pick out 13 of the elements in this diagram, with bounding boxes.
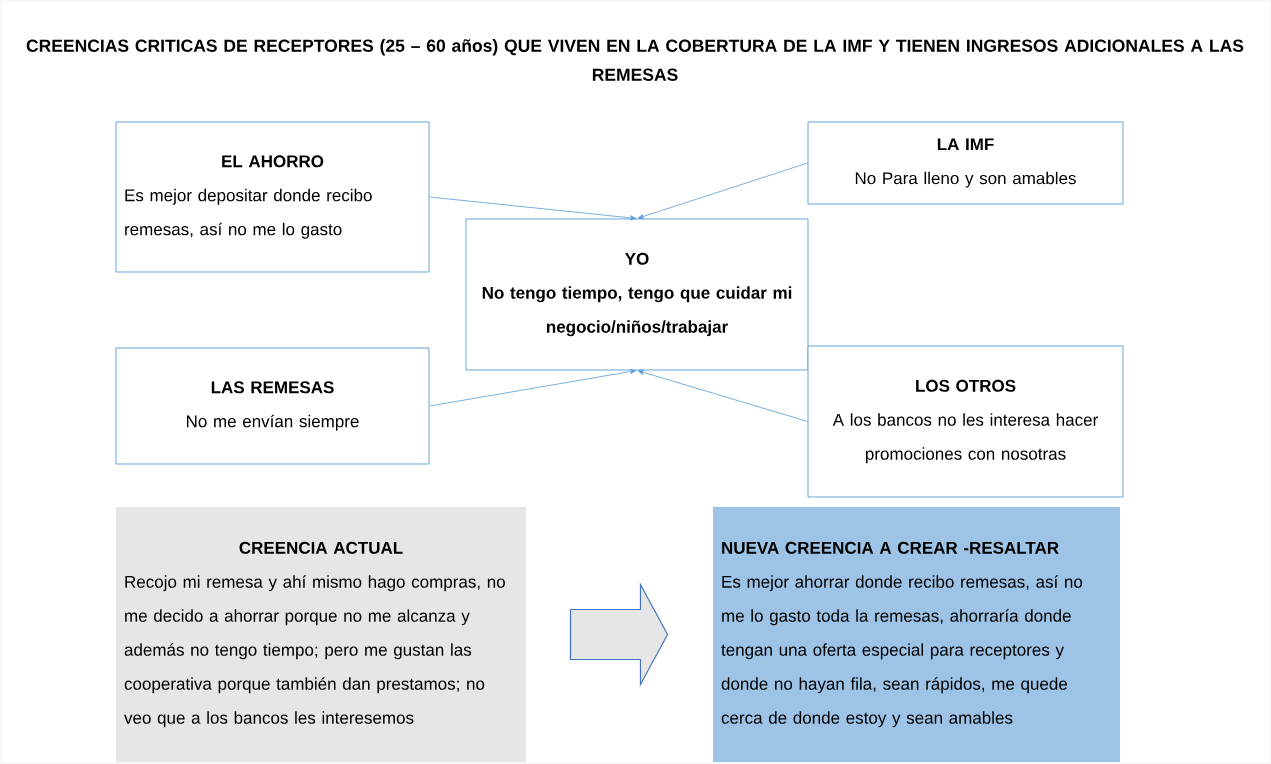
block-arrow (569, 582, 669, 687)
arrow (429, 196, 637, 221)
text-box: YO No tengo tiempo, tengo que cuidar mi negocio/niños/trabajar (465, 218, 809, 371)
arrow (637, 369, 808, 422)
arrow (637, 162, 808, 219)
belief-panel: CREENCIA ACTUAL Recojo mi remesa y ahí mismo hago compras, no me decido a ahorrar porque no me alcanza y además no tengo tiempo; pero me gustan las cooperativa porque también dan prestamos; no veo que a los bancos les interesemos (116, 507, 526, 762)
belief-panel: NUEVA CREENCIA A CREAR -RESALTAR Es mejor ahorrar donde recibo remesas, así no me lo gasto toda la remesas, ahorraría donde tengan una oferta especial para receptores y donde no hayan fila, sean rápidos, me quede cerca de donde estoy y sean amables (713, 507, 1120, 762)
text-box: LAS REMESAS No me envían siempre (115, 347, 430, 465)
arrow (429, 369, 637, 407)
title: CREENCIAS CRITICAS DE RECEPTORES (25 – 60 años) QUE VIVEN EN LA COBERTURA DE LA IMF Y TIENEN INGRESOS ADICIONALES A LAS REMESAS (26, 39, 1244, 81)
text-box: LA IMF No Para lleno y son amables (807, 121, 1124, 205)
text-box: EL AHORRO Es mejor depositar donde recibo remesas, así no me lo gasto (115, 121, 430, 273)
text-box: LOS OTROS A los bancos no les interesa hacer promociones con nosotras (807, 345, 1124, 498)
